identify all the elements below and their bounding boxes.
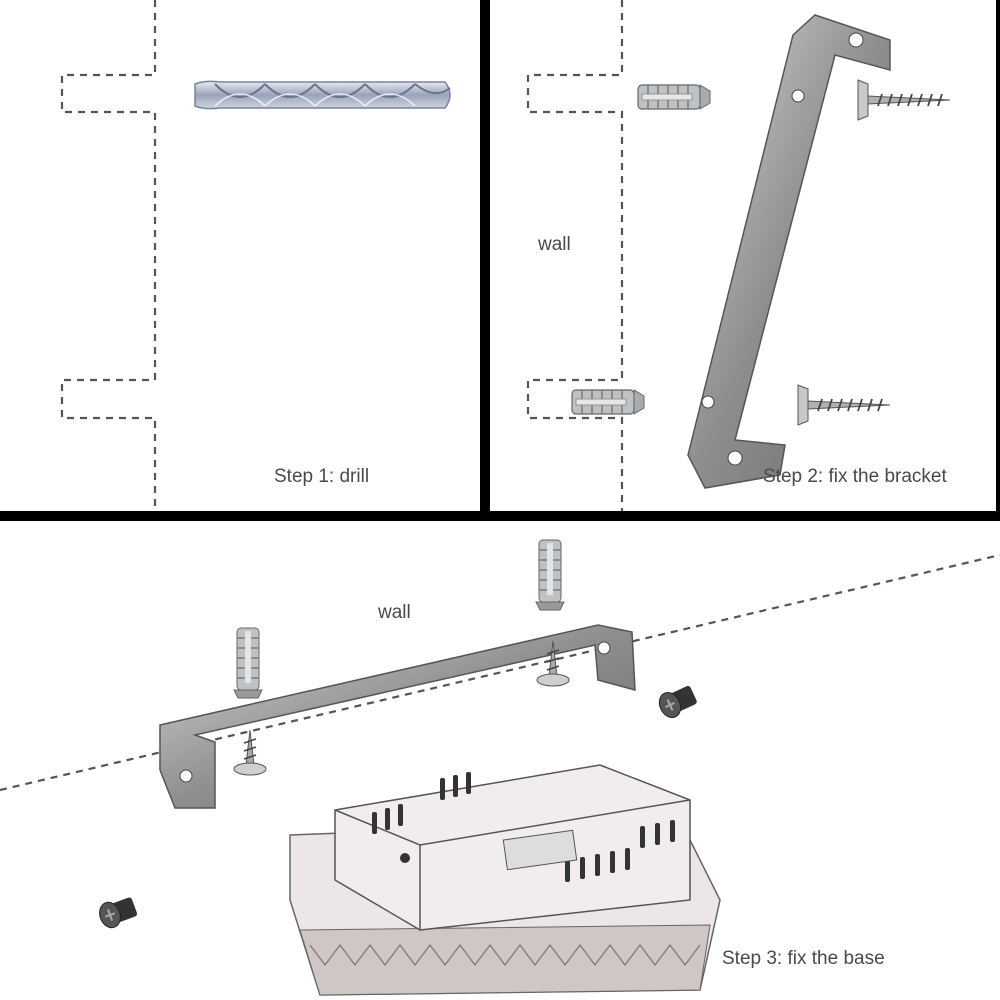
step3-caption: Step 3: fix the base: [722, 948, 885, 969]
screw-top: [857, 79, 951, 121]
step3-wall-label: wall: [377, 602, 411, 623]
bolt-right: [654, 681, 701, 723]
horizontal-divider: [0, 511, 1000, 521]
step2-caption: Step 2: fix the bracket: [763, 466, 947, 487]
bolt-left: [95, 892, 140, 932]
screw-bottom: [797, 384, 891, 426]
step1-panel: Step 1: drill: [60, 0, 451, 515]
wall-anchor-bottom: [571, 389, 645, 415]
step1-caption: Step 1: drill: [274, 466, 369, 487]
mounting-bar: [159, 624, 636, 809]
step2-wall-label: wall: [537, 234, 571, 255]
anchor-right: [535, 539, 565, 611]
step3-panel: wall Step 3: fix th: [0, 539, 1000, 996]
vertical-divider: [480, 0, 490, 520]
screw-left: [233, 729, 267, 776]
drill-bit: [194, 80, 451, 110]
anchor-left: [233, 627, 263, 699]
wall-anchor-top: [637, 84, 711, 110]
wall-outline-right: [526, 0, 624, 515]
right-border: [996, 0, 1000, 520]
wall-line: [0, 553, 1000, 792]
light-base: [289, 764, 721, 996]
bracket: [687, 14, 891, 489]
step2-panel: wall Step 2: fix the bracket: [526, 0, 951, 515]
wall-outline-left: [60, 0, 157, 515]
